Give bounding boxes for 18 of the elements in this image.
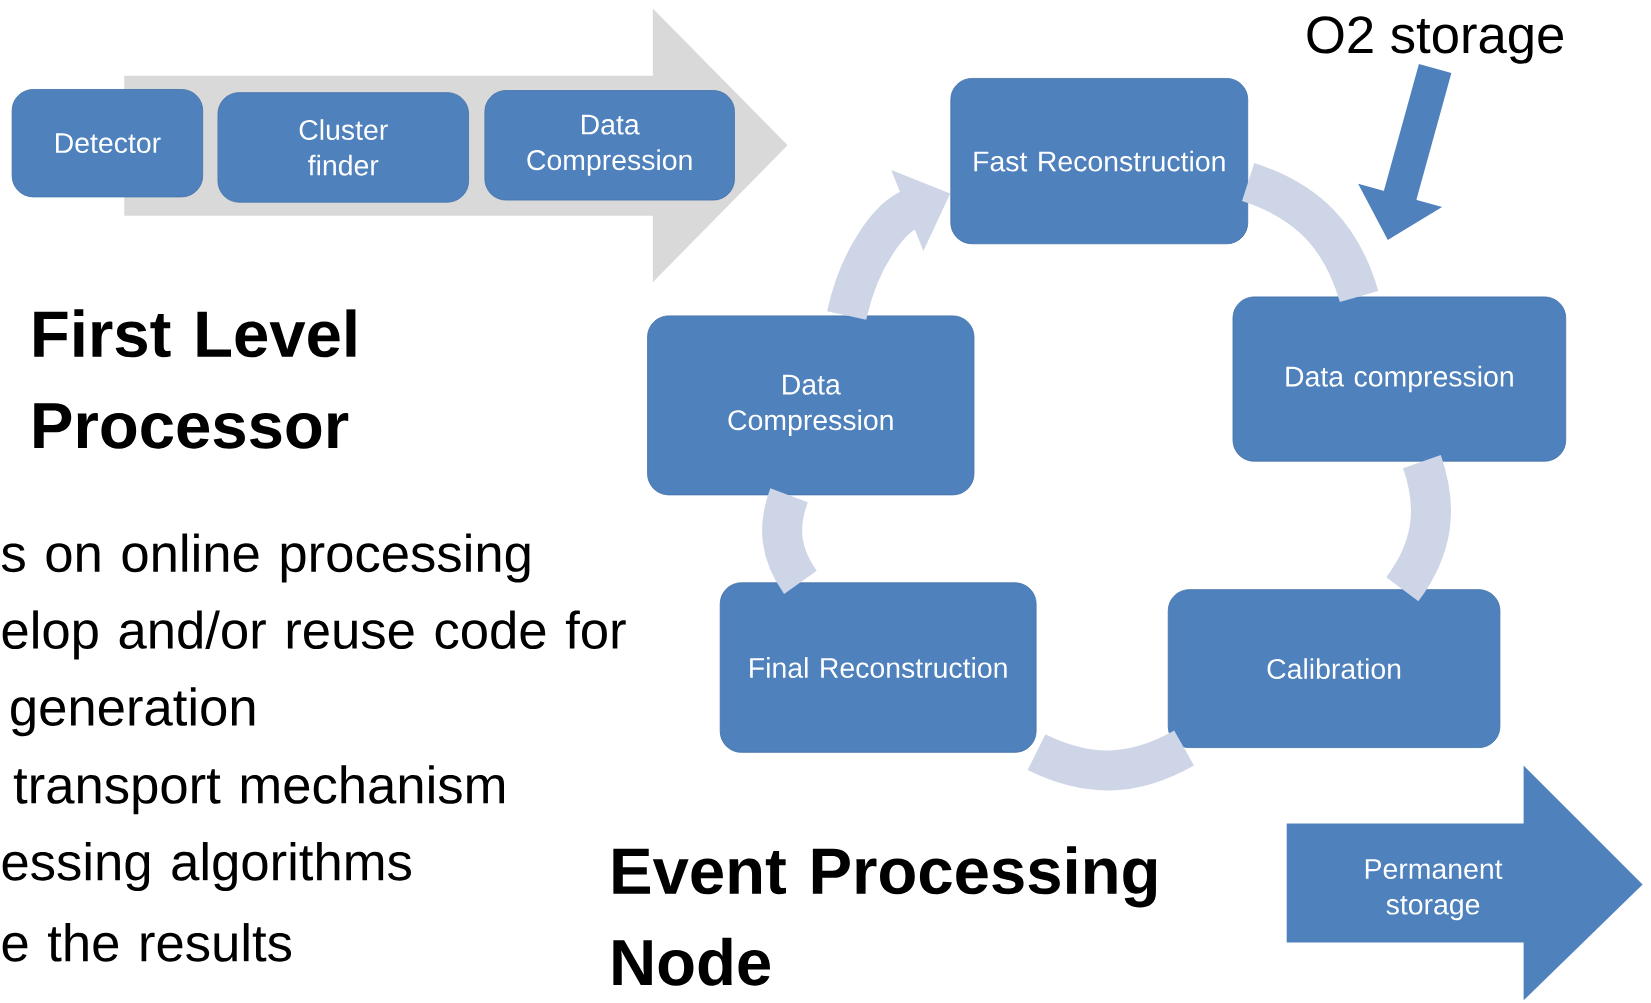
section-title: First Level Processor bbox=[34, 309, 356, 449]
storage-label: O2 storage bbox=[1307, 15, 1563, 64]
process-box: Data Compression bbox=[647, 315, 975, 496]
bullet-text: s on online processing bbox=[1, 533, 530, 583]
process-box: Calibration bbox=[1167, 589, 1501, 748]
cycle-segment bbox=[762, 488, 818, 594]
bullet-text: generation bbox=[11, 687, 255, 737]
process-box: Data Compression bbox=[484, 89, 735, 201]
section-title: Event Processing Node bbox=[613, 846, 1157, 986]
bullet-text: transport mechanism bbox=[13, 764, 504, 815]
bullet-text: essing algorithms bbox=[2, 841, 411, 891]
process-box: Data compression bbox=[1232, 296, 1567, 462]
process-box: Final Reconstruction bbox=[719, 582, 1037, 753]
bullet-text: elop and/or reuse code for bbox=[2, 610, 626, 660]
bullet-text: e the results bbox=[2, 922, 292, 962]
process-box: Cluster finder bbox=[217, 92, 469, 203]
process-box: Detector bbox=[11, 88, 204, 198]
process-box: Fast Reconstruction bbox=[950, 77, 1249, 244]
